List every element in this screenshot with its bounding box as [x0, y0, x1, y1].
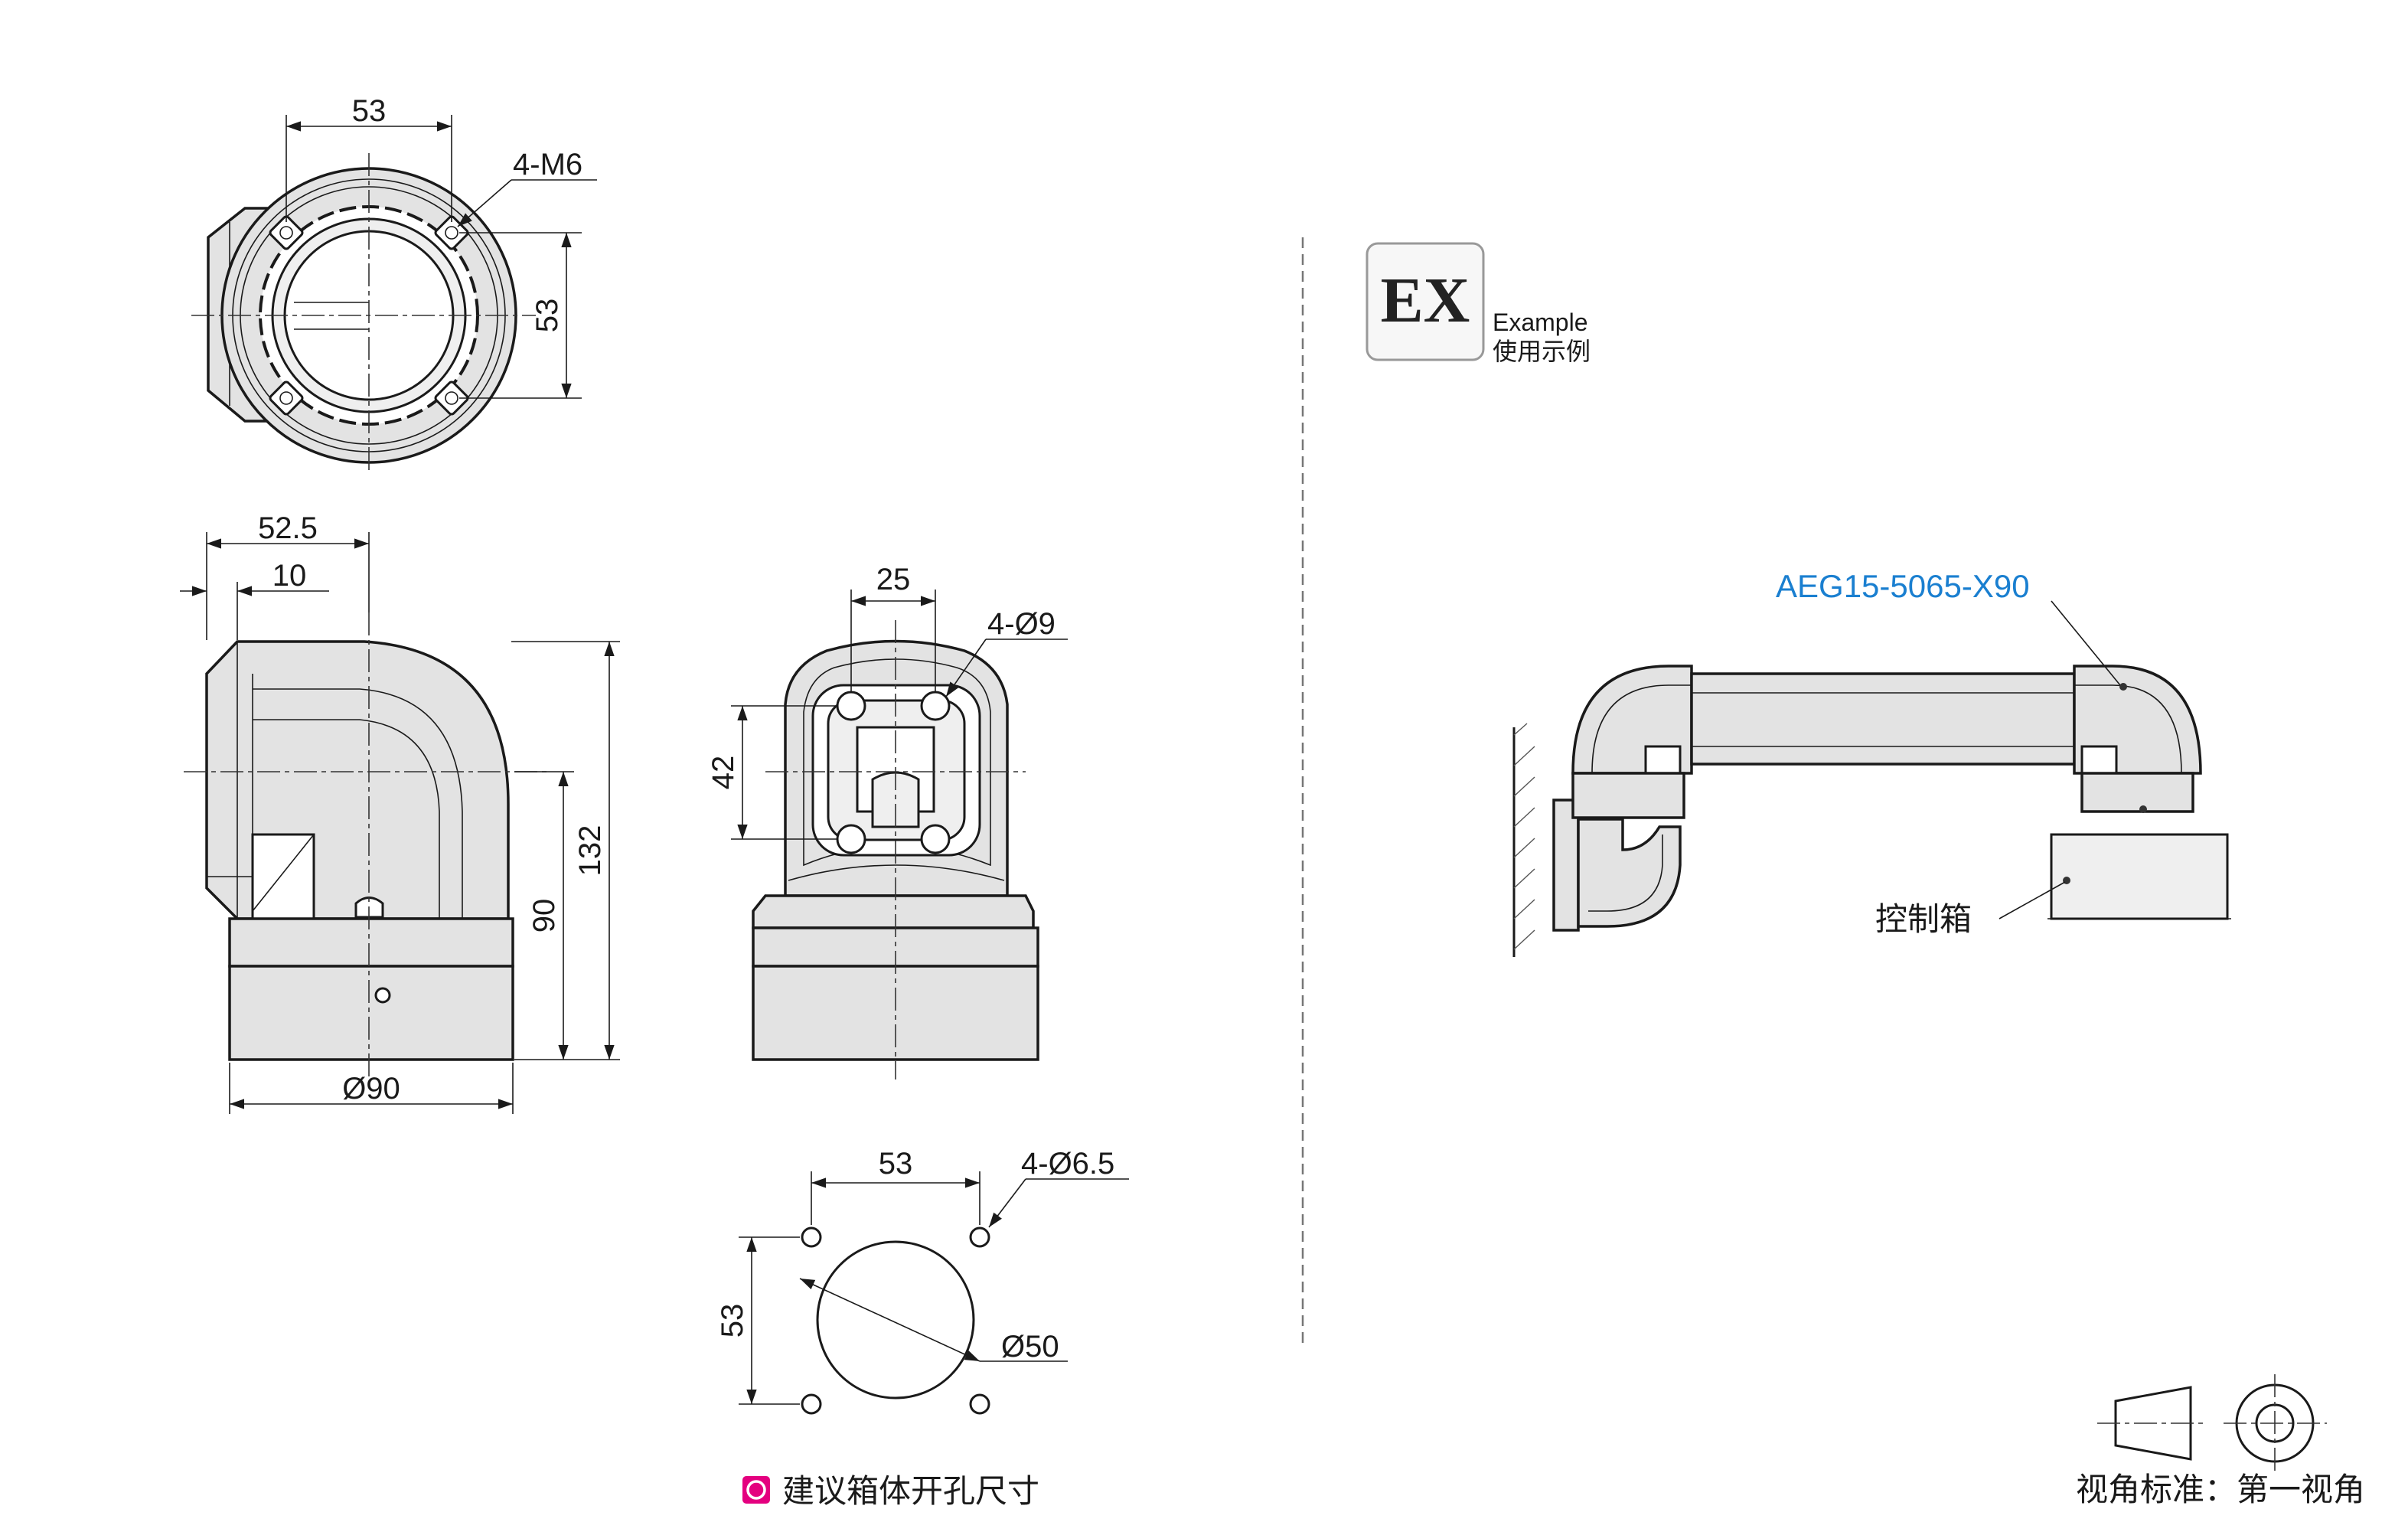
- front-dim-width: 25: [876, 563, 911, 596]
- example-part-label: AEG15-5065-X90: [1776, 568, 2030, 604]
- ex-badge-icon: EX: [1366, 242, 1485, 361]
- front-dim-height: 42: [706, 756, 740, 790]
- cutout-hole-label: 4-Ø6.5: [1021, 1147, 1114, 1181]
- projection-cone-icon: [2114, 1386, 2192, 1461]
- example-section: EX Example 使用示例: [1366, 242, 2231, 957]
- side-dim-offset-1: 52.5: [258, 511, 318, 545]
- cutout-dim-width: 53: [879, 1147, 913, 1181]
- example-box-label: 控制箱: [1875, 901, 1972, 937]
- mount-hole: [269, 380, 304, 416]
- cutout-dim-height: 53: [716, 1304, 749, 1338]
- front-view: 25 42 4-Ø9: [706, 563, 1068, 1079]
- cutout-center-hole: Ø50: [1001, 1330, 1059, 1364]
- cutout-caption: 建议箱体开孔尺寸: [782, 1473, 1039, 1509]
- example-subtitle: 使用示例: [1493, 338, 1591, 365]
- side-dim-height-total: 132: [573, 825, 607, 877]
- front-hole-label: 4-Ø9: [987, 607, 1056, 641]
- projection-label: 视角标准：第一视角: [2076, 1471, 2365, 1507]
- side-view: 52.5 10 132 90 Ø90: [180, 511, 620, 1114]
- side-dim-offset-2: 10: [272, 559, 307, 593]
- example-title: Example: [1493, 309, 1588, 336]
- side-dim-height-base: 90: [527, 899, 561, 933]
- mount-hole: [434, 380, 469, 416]
- side-dim-diameter: Ø90: [342, 1072, 400, 1106]
- top-view: 53 53 4-M6: [191, 94, 597, 475]
- projection-circle-icon: [2224, 1374, 2327, 1474]
- cutout-view: 53 53 4-Ø6.5 Ø50 建议箱体开孔尺寸: [716, 1147, 1129, 1509]
- top-dim-width: 53: [352, 94, 387, 128]
- top-dim-height: 53: [530, 299, 564, 333]
- ex-badge-text: EX: [1381, 265, 1470, 336]
- mount-hole: [269, 215, 304, 250]
- projection-symbol: 视角标准：第一视角: [2076, 1374, 2365, 1507]
- top-hole-label: 4-M6: [513, 148, 582, 181]
